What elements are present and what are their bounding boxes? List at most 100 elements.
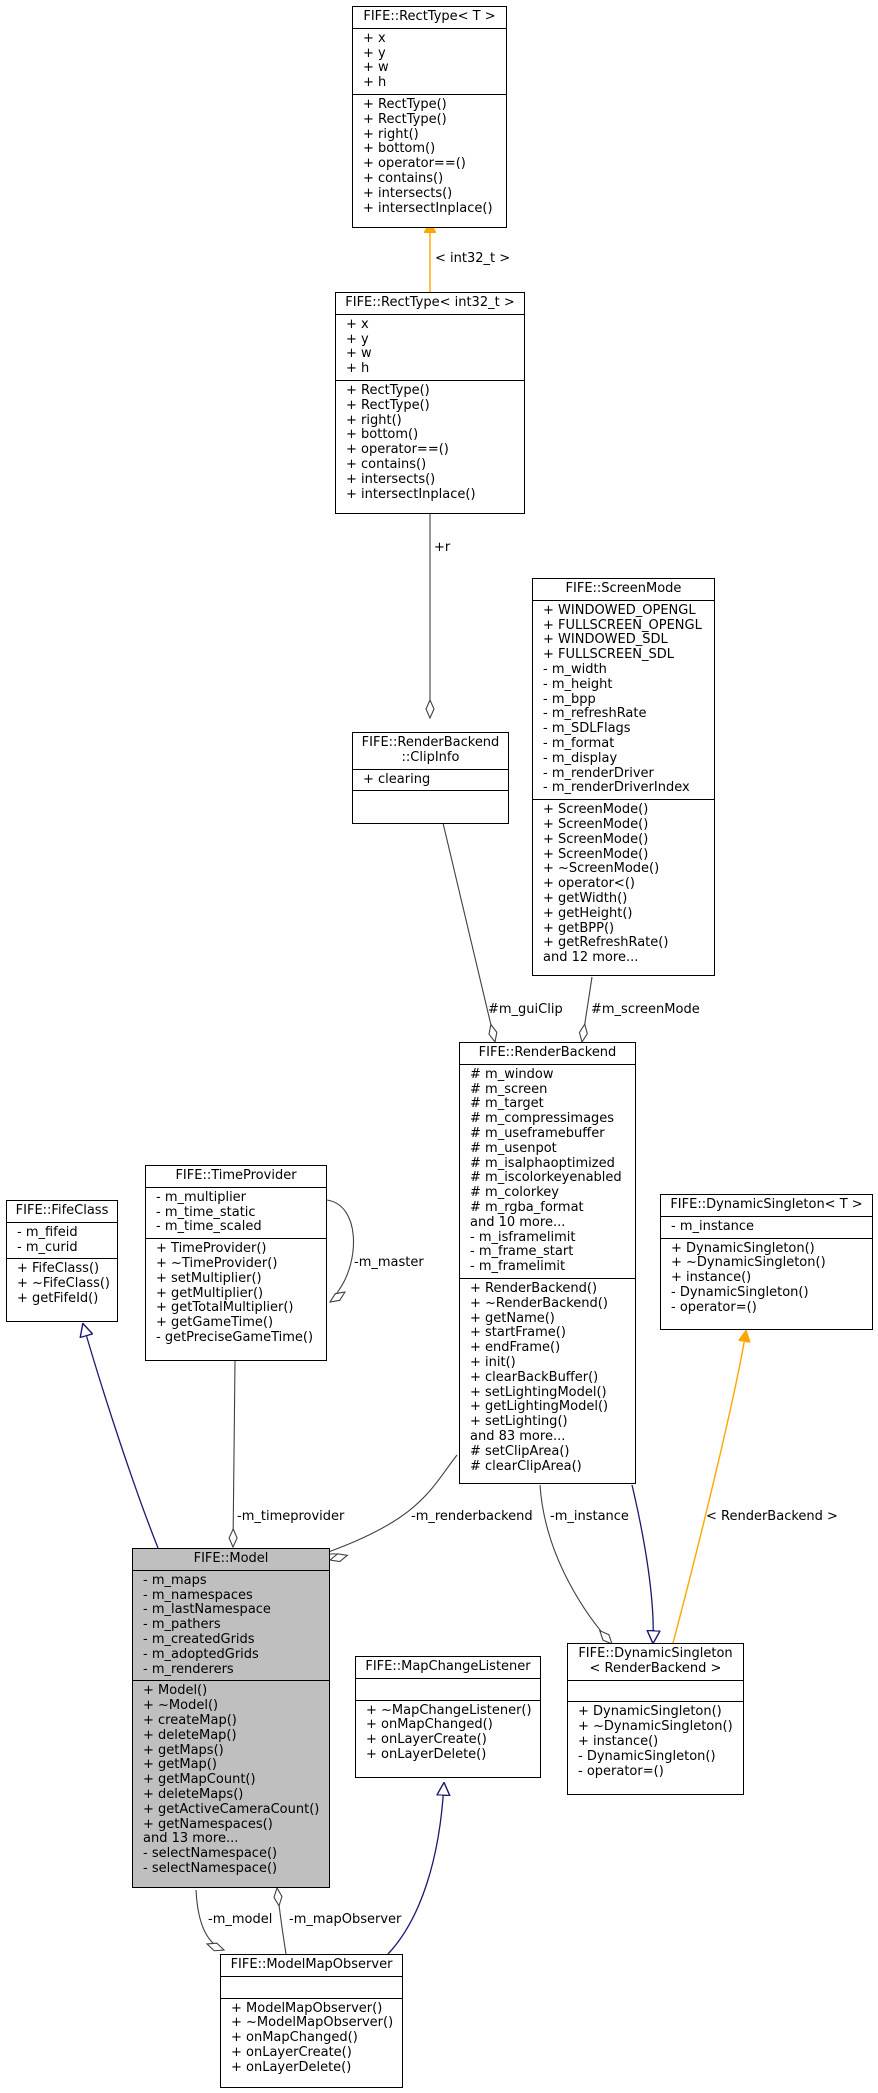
class-attributes — [356, 1679, 540, 1701]
label-renderbackend: -m_renderbackend — [411, 1509, 533, 1524]
class-attribute: # m_target — [470, 1096, 544, 1112]
class-method: + getFifeId() — [17, 1290, 99, 1306]
class-attribute: + h — [346, 361, 370, 377]
class-attributes: - m_instance — [661, 1217, 872, 1239]
class-attributes: + x+ y+ w+ h — [353, 29, 506, 95]
class-dynamicsingleton-t[interactable]: FIFE::DynamicSingleton< T >- m_instance+… — [660, 1194, 873, 1330]
class-attribute: # m_isalphaoptimized — [470, 1155, 615, 1171]
label-screen-mode: #m_screenMode — [591, 1002, 700, 1017]
class-attribute: + h — [363, 75, 387, 91]
class-attribute: - m_SDLFlags — [543, 721, 631, 737]
label-gui-clip: #m_guiClip — [488, 1002, 563, 1017]
class-renderbackend[interactable]: FIFE::RenderBackend# m_window# m_screen#… — [459, 1042, 636, 1484]
class-method: + ModelMapObserver() — [231, 2000, 383, 2016]
class-attribute: + x — [346, 316, 369, 332]
class-timeprovider[interactable]: FIFE::TimeProvider- m_multiplier- m_time… — [145, 1165, 327, 1361]
class-method: + RectType() — [346, 397, 430, 413]
class-screenmode[interactable]: FIFE::ScreenMode+ WINDOWED_OPENGL+ FULLS… — [532, 578, 715, 976]
class-method: + operator<() — [543, 876, 635, 892]
class-method: + FifeClass() — [17, 1261, 100, 1277]
class-attribute: + w — [363, 60, 389, 76]
class-method: + getBPP() — [543, 920, 615, 936]
class-attribute: + WINDOWED_SDL — [543, 632, 668, 648]
class-title: FIFE::RectType< int32_t > — [336, 293, 524, 315]
edge-inherit-mapchangelistener — [387, 1783, 444, 1955]
edge-inherit-dynsingleton — [631, 1484, 653, 1643]
edge-observer-model — [195, 1889, 224, 1950]
class-methods: + DynamicSingleton()+ ~DynamicSingleton(… — [661, 1239, 872, 1319]
class-method: + intersectInplace() — [363, 200, 493, 216]
class-title: FIFE::MapChangeListener — [356, 1657, 540, 1679]
class-attribute: + y — [346, 331, 369, 347]
label-int32-binding: < int32_t > — [435, 251, 511, 266]
class-title-line: FIFE::ScreenMode — [565, 581, 682, 596]
class-method: + right() — [363, 126, 419, 142]
class-renderbackend-clipinfo[interactable]: FIFE::RenderBackend::ClipInfo+ clearing — [352, 732, 509, 824]
edge-model-renderbackend — [319, 1454, 458, 1560]
class-method: + DynamicSingleton() — [578, 1704, 722, 1720]
class-recttype-int32[interactable]: FIFE::RectType< int32_t >+ x+ y+ w+ h+ R… — [335, 292, 525, 514]
edge-inherit-fifeclass — [83, 1324, 159, 1549]
class-method: + intersects() — [346, 471, 436, 487]
label-rb-binding: < RenderBackend > — [706, 1509, 838, 1524]
class-method: - DynamicSingleton() — [671, 1284, 809, 1300]
class-title: FIFE::RectType< T > — [353, 7, 506, 29]
class-method: + clearBackBuffer() — [470, 1369, 599, 1385]
class-title-line: FIFE::RectType< int32_t > — [345, 295, 515, 310]
class-method: + contains() — [363, 170, 444, 186]
class-methods: + ScreenMode()+ ScreenMode()+ ScreenMode… — [533, 800, 714, 969]
class-attribute: - m_createdGrids — [143, 1631, 255, 1647]
label-r: +r — [434, 540, 451, 555]
class-method: + ~Model() — [143, 1698, 219, 1714]
class-attributes: + x+ y+ w+ h — [336, 315, 524, 381]
class-model[interactable]: FIFE::Model- m_maps- m_namespaces- m_las… — [132, 1548, 330, 1888]
class-attribute: + FULLSCREEN_SDL — [543, 647, 675, 663]
label-master: -m_master — [354, 1255, 424, 1270]
class-attribute: + x — [363, 30, 386, 46]
class-method: + deleteMaps() — [143, 1786, 244, 1802]
class-method: + getLightingModel() — [470, 1399, 609, 1415]
class-method: + operator==() — [363, 156, 466, 172]
class-methods: + ModelMapObserver()+ ~ModelMapObserver(… — [221, 1999, 402, 2079]
class-title-line: FIFE::RenderBackend — [361, 735, 500, 750]
class-attribute: + clearing — [363, 771, 431, 787]
class-method: + getMaps() — [143, 1742, 224, 1758]
class-method: + ~TimeProvider() — [156, 1255, 278, 1271]
class-method: + getActiveCameraCount() — [143, 1801, 320, 1817]
class-method: + getRefreshRate() — [543, 935, 669, 951]
class-method: + onLayerDelete() — [366, 1746, 487, 1762]
class-attribute: - m_maps — [143, 1572, 207, 1588]
class-attributes — [221, 1977, 402, 1999]
class-method: - selectNamespace() — [143, 1846, 278, 1862]
class-method: + startFrame() — [470, 1325, 566, 1341]
edge-dynsingleton-instance — [539, 1484, 612, 1644]
class-method: + getMap() — [143, 1757, 217, 1773]
class-modelmapobserver[interactable]: FIFE::ModelMapObserver+ ModelMapObserver… — [220, 1954, 403, 2088]
class-method: + init() — [470, 1354, 516, 1370]
class-attributes: - m_multiplier- m_time_static- m_time_sc… — [146, 1188, 326, 1240]
class-method: + ~ScreenMode() — [543, 861, 660, 877]
class-attributes — [568, 1681, 743, 1703]
class-attribute: - m_renderers — [143, 1661, 234, 1677]
class-method: + onMapChanged() — [231, 2030, 358, 2046]
class-mapchangelistener[interactable]: FIFE::MapChangeListener+ ~MapChangeListe… — [355, 1656, 541, 1778]
class-method: - getPreciseGameTime() — [156, 1329, 314, 1345]
class-attribute: - m_fifeid — [17, 1224, 78, 1240]
class-recttype-t[interactable]: FIFE::RectType< T >+ x+ y+ w+ h+ RectTyp… — [352, 6, 507, 228]
class-methods: + RenderBackend()+ ~RenderBackend()+ get… — [460, 1279, 635, 1477]
class-dynamicsingleton-renderbackend[interactable]: FIFE::DynamicSingleton< RenderBackend >+… — [567, 1643, 744, 1795]
class-method: + getGameTime() — [156, 1315, 274, 1331]
class-fifeclass[interactable]: FIFE::FifeClass- m_fifeid- m_curid+ Fife… — [6, 1200, 118, 1322]
class-attribute: # m_iscolorkeyenabled — [470, 1170, 622, 1186]
edge-model-timeprovider — [233, 1360, 235, 1547]
class-method: + contains() — [346, 456, 427, 472]
class-method: + ScreenMode() — [543, 802, 649, 818]
class-method: + intersectInplace() — [346, 486, 476, 502]
class-method: + ~DynamicSingleton() — [671, 1255, 826, 1271]
class-attribute: - m_frame_start — [470, 1244, 574, 1260]
label-model: -m_model — [208, 1912, 273, 1927]
class-method: + getMultiplier() — [156, 1285, 264, 1301]
class-title: FIFE::ScreenMode — [533, 579, 714, 601]
class-method: + onLayerCreate() — [231, 2044, 352, 2060]
class-method: and 12 more... — [543, 950, 639, 966]
